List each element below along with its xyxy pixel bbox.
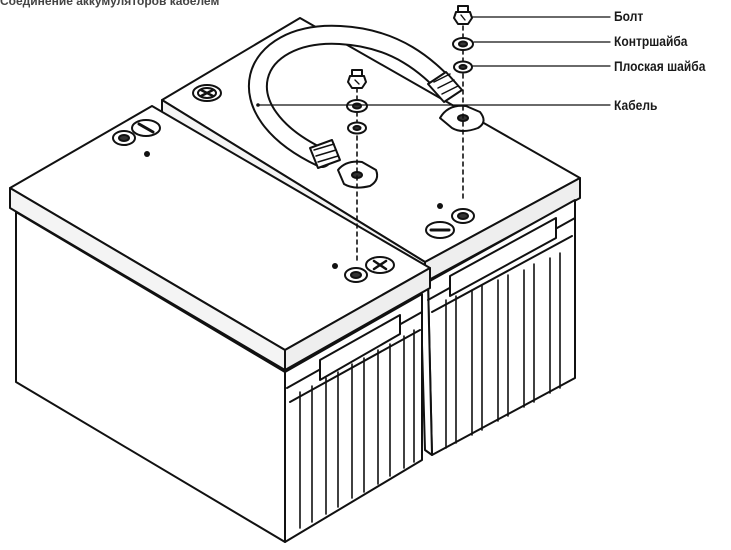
rear-battery-terminal-minus	[425, 221, 455, 239]
front-battery-terminal-a	[112, 130, 136, 146]
label-flat-washer: Плоская шайба	[614, 58, 706, 74]
rear-battery-terminal-a	[451, 208, 475, 224]
front-battery-terminal-b	[344, 267, 368, 283]
label-bolt: Болт	[614, 8, 644, 24]
rear-lock-washer-icon	[452, 37, 474, 51]
leader-lines	[256, 16, 611, 107]
front-hardware-stack	[346, 69, 368, 263]
front-battery-terminal-plus	[365, 256, 395, 274]
front-battery-case-right	[284, 293, 423, 543]
rear-bolt-icon	[453, 5, 473, 25]
front-battery-lid-rim-right	[284, 267, 431, 371]
front-battery-terminal-minus	[131, 119, 161, 137]
label-lock-washer: Контршайба	[614, 33, 688, 49]
front-bolt-icon	[347, 69, 367, 89]
figure-caption-cropped: Соединение аккумуляторов кабелем	[0, 0, 220, 8]
front-flat-washer-icon	[347, 121, 367, 135]
label-cable: Кабель	[614, 97, 658, 113]
front-lock-washer-icon	[346, 99, 368, 113]
rear-battery-ribs	[445, 252, 561, 449]
front-battery	[9, 105, 431, 543]
rear-flat-washer-icon	[453, 60, 473, 74]
connecting-cable	[248, 24, 463, 169]
front-battery-ribs	[299, 329, 415, 529]
rear-hardware-stack	[452, 5, 474, 201]
rear-battery-terminal-plus	[192, 84, 222, 102]
